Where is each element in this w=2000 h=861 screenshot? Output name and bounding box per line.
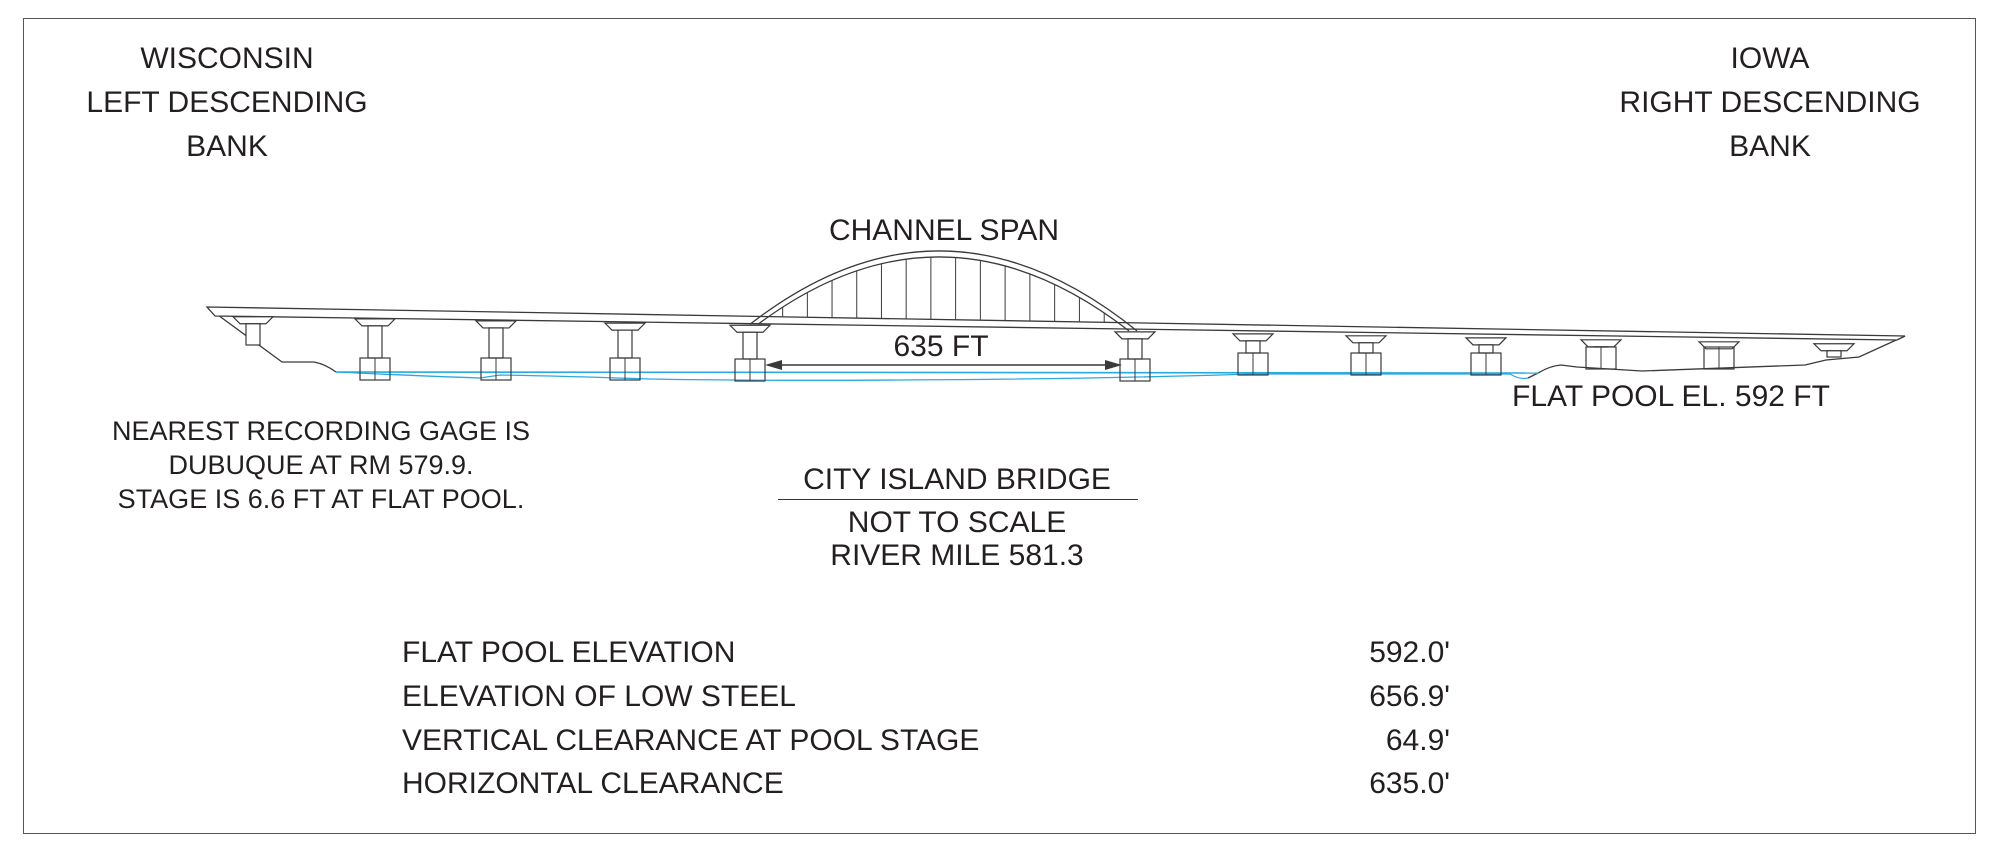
pier-cap	[603, 322, 647, 331]
water-surface-line	[335, 371, 1540, 374]
pier-column	[1826, 350, 1842, 358]
bridge-deck	[205, 306, 1906, 341]
left-bank-line-2: LEFT DESCENDING	[86, 86, 368, 119]
left-bank-ground	[206, 306, 337, 373]
right-bank-line-3: BANK	[1729, 130, 1811, 163]
pier-column	[1127, 338, 1143, 360]
pier-column	[367, 325, 383, 359]
pier-column	[245, 323, 261, 346]
left-bank-label: WISCONSIN LEFT DESCENDING BANK	[86, 42, 367, 164]
pier-column	[1358, 342, 1374, 354]
river-mile: RIVER MILE 581.3	[830, 539, 1084, 572]
pier-cap	[1231, 333, 1275, 342]
pier-cap	[728, 324, 772, 333]
clearance-value: 64.9'	[1385, 724, 1450, 757]
pier-column	[742, 331, 758, 360]
pier-column	[617, 329, 633, 359]
drawing-border	[23, 18, 1976, 834]
right-bank-ground	[1527, 335, 1906, 379]
flat-pool-label: FLAT POOL EL. 592 FT	[1512, 380, 1830, 413]
clearance-label: VERTICAL CLEARANCE AT POOL STAGE	[402, 724, 980, 757]
clearance-value: 635.0'	[1369, 767, 1450, 800]
arrowhead-left-icon	[765, 360, 782, 370]
pier-column	[488, 327, 504, 359]
gage-note-line-3: STAGE IS 6.6 FT AT FLAT POOL.	[117, 484, 525, 514]
gage-note-line-1: NEAREST RECORDING GAGE IS	[111, 416, 531, 446]
pier-cap	[231, 316, 275, 325]
scale-note: NOT TO SCALE	[847, 506, 1067, 539]
clearance-label: HORIZONTAL CLEARANCE	[402, 767, 784, 800]
clearance-label: ELEVATION OF LOW STEEL	[402, 680, 796, 713]
title-underline	[778, 499, 1138, 500]
clearance-value: 592.0'	[1369, 636, 1450, 669]
span-dimension-label: 635 FT	[893, 330, 989, 363]
pier-cap	[1579, 339, 1623, 348]
pier-cap	[1344, 335, 1388, 344]
arch-rib-outer	[749, 250, 1138, 332]
arrowhead-right-icon	[1105, 360, 1122, 370]
right-bank-label: IOWA RIGHT DESCENDING BANK	[1619, 42, 1920, 164]
arch-rib-inner	[757, 256, 1130, 332]
pier-cap	[1464, 337, 1508, 346]
pier-cap	[474, 320, 518, 329]
pier-cap	[1812, 343, 1856, 352]
clearance-label: FLAT POOL ELEVATION	[402, 636, 736, 669]
left-bank-line-1: WISCONSIN	[140, 42, 314, 75]
channel-span-label: CHANNEL SPAN	[828, 214, 1060, 247]
pier-column	[1245, 340, 1261, 354]
pier-column	[1478, 344, 1494, 354]
water-riverbed-line	[335, 371, 1529, 381]
clearance-value: 656.9'	[1369, 680, 1450, 713]
left-bank-line-3: BANK	[186, 130, 268, 163]
bridge-title: CITY ISLAND BRIDGE	[803, 463, 1111, 496]
right-bank-line-1: IOWA	[1730, 42, 1810, 75]
pier-cap	[1113, 331, 1157, 340]
right-bank-line-2: RIGHT DESCENDING	[1619, 86, 1921, 119]
gage-note: NEAREST RECORDING GAGE IS DUBUQUE AT RM …	[112, 414, 530, 516]
pier-cap	[353, 318, 397, 327]
gage-note-line-2: DUBUQUE AT RM 579.9.	[168, 450, 474, 480]
